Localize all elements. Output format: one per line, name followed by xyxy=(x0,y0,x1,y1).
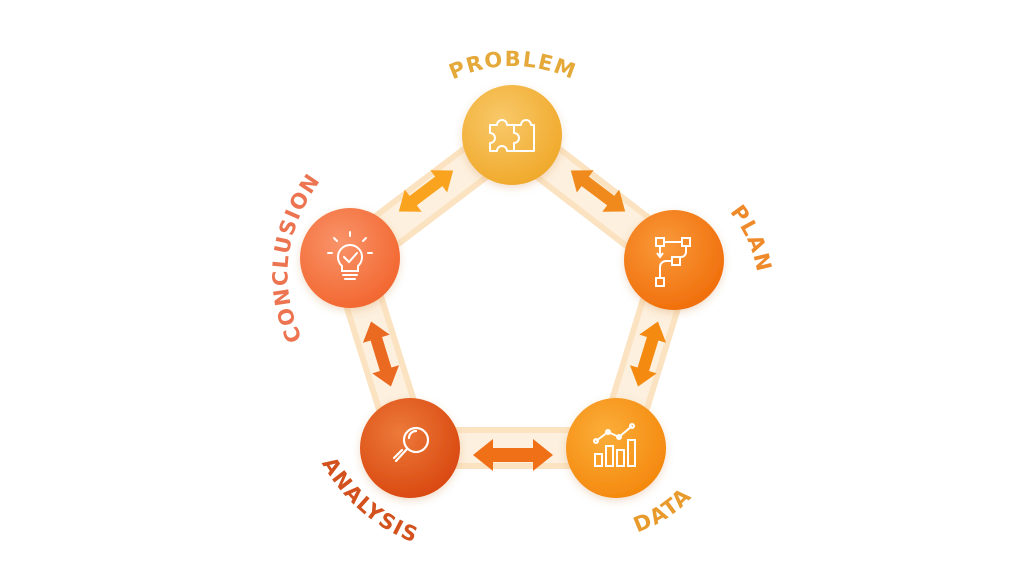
stage-analysis[interactable] xyxy=(360,398,460,498)
stage-conclusion[interactable] xyxy=(300,208,400,308)
puzzle-icon xyxy=(489,119,535,152)
stage-plan[interactable] xyxy=(624,210,724,310)
arrow-problem-conclusion xyxy=(398,170,454,212)
double-arrow-icon xyxy=(570,170,626,212)
arrow-analysis-conclusion xyxy=(362,321,400,387)
stage-data[interactable] xyxy=(566,398,666,498)
magnifier-icon xyxy=(392,426,430,463)
lightbulb-icon xyxy=(327,231,373,280)
stage-label-plan: PLAN xyxy=(726,201,777,275)
arrow-data-analysis xyxy=(473,439,553,471)
double-arrow-icon xyxy=(398,170,454,212)
arrow-plan-data xyxy=(629,321,667,387)
arrow-problem-plan xyxy=(570,170,626,212)
bar-chart-icon xyxy=(593,423,636,467)
flowchart-icon xyxy=(655,237,691,287)
double-arrow-icon xyxy=(473,439,553,471)
double-arrow-icon xyxy=(362,321,400,387)
stage-label-problem: PROBLEM xyxy=(446,47,580,84)
stage-problem[interactable] xyxy=(462,85,562,185)
double-arrow-icon xyxy=(629,321,667,387)
